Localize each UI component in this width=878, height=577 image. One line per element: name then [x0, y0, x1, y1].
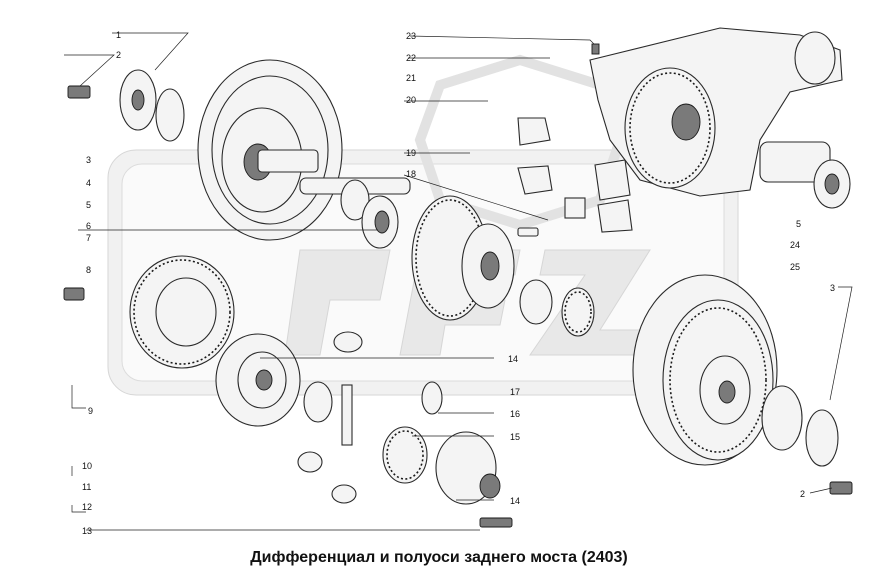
callout-18: 18 [406, 169, 416, 179]
callout-1: 1 [116, 30, 121, 40]
callout-6: 6 [86, 221, 91, 231]
callout-16: 16 [510, 409, 520, 419]
callout-3-right: 3 [830, 283, 835, 293]
center-ring-gear [411, 195, 539, 321]
callout-3: 3 [86, 155, 91, 165]
callout-8: 8 [86, 265, 91, 275]
pinion-gears [297, 331, 513, 528]
callout-2: 2 [116, 50, 121, 60]
callout-14-top: 14 [508, 354, 518, 364]
callout-14-bottom: 14 [510, 496, 520, 506]
callout-19: 19 [406, 148, 416, 158]
callout-9: 9 [88, 406, 93, 416]
callout-13: 13 [82, 526, 92, 536]
callout-15: 15 [510, 432, 520, 442]
leader-lines [64, 32, 853, 531]
callout-4: 4 [86, 178, 91, 188]
callout-24: 24 [790, 240, 800, 250]
hub-flange-left [67, 69, 185, 142]
callout-7: 7 [86, 233, 91, 243]
callout-20: 20 [406, 95, 416, 105]
differential-case [215, 333, 301, 427]
callout-12: 12 [82, 502, 92, 512]
brake-drum-left [197, 59, 343, 241]
callout-labels: 1 2 3 4 5 6 7 8 9 10 11 12 13 14 14 15 1… [82, 30, 835, 536]
callout-5: 5 [86, 200, 91, 210]
callout-2-right: 2 [800, 489, 805, 499]
bearing-caps [517, 117, 633, 233]
axle-shaft-left [299, 177, 411, 249]
axle-housing [589, 27, 851, 209]
callout-21: 21 [406, 73, 416, 83]
callout-11: 11 [82, 482, 91, 492]
ring-gear-left [63, 255, 235, 369]
callout-10: 10 [82, 461, 92, 471]
diagram-title: Дифференциал и полуоси заднего моста (24… [250, 549, 628, 566]
callout-23: 23 [406, 31, 416, 41]
callout-5-right: 5 [796, 219, 801, 229]
brake-drum-right [632, 274, 853, 495]
callout-22: 22 [406, 53, 416, 63]
callout-25: 25 [790, 262, 800, 272]
side-bearing-right [519, 279, 595, 337]
callout-17: 17 [510, 387, 520, 397]
